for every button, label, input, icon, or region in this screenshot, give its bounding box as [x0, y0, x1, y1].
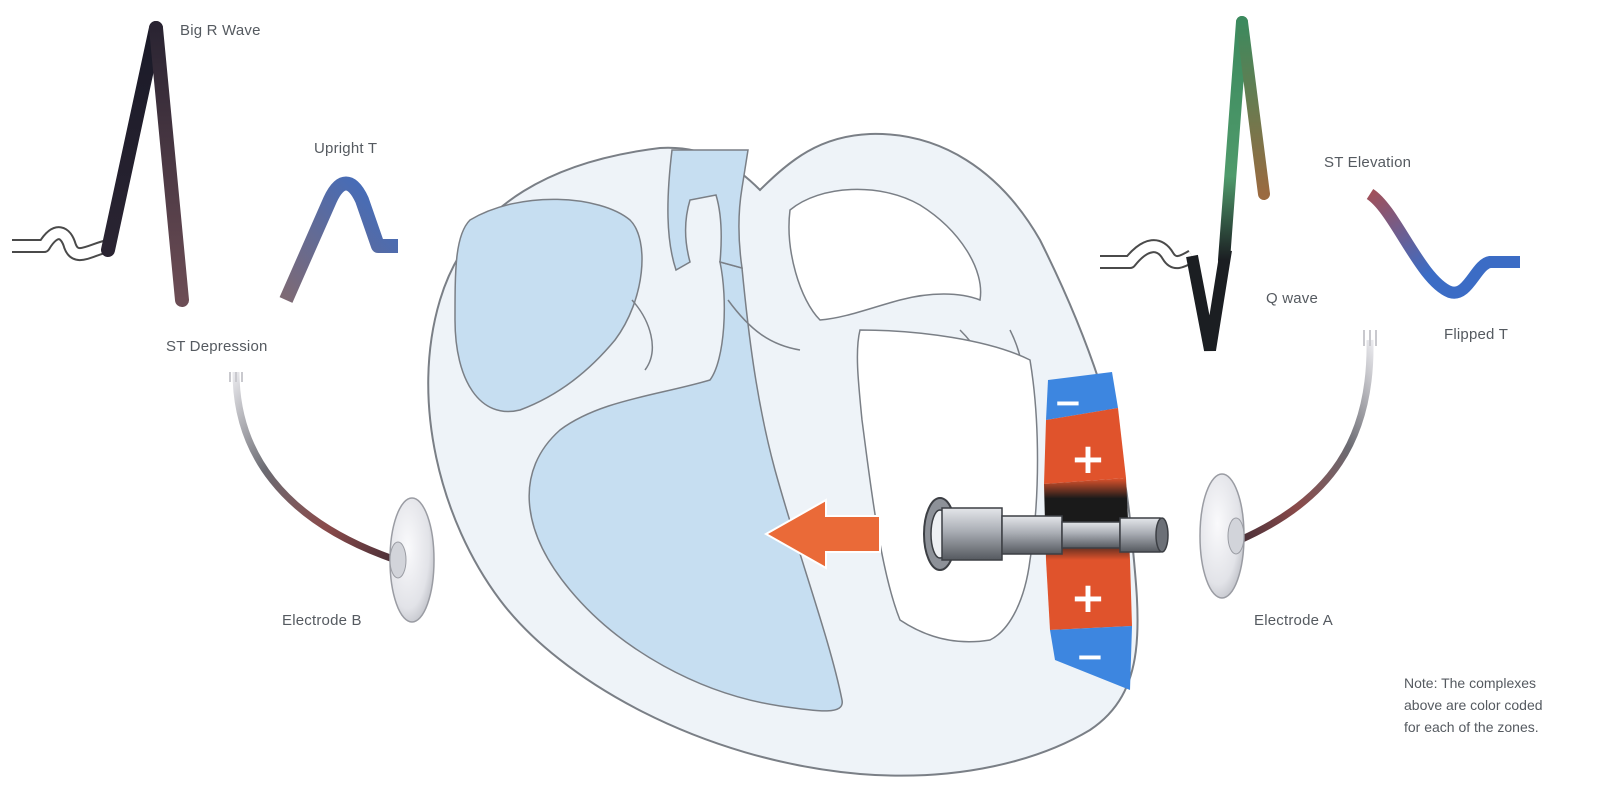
label-upright-t: Upright T	[314, 140, 377, 157]
electrode-b-wires	[236, 372, 396, 560]
label-flipped-t: Flipped T	[1444, 326, 1508, 343]
zone-sign-minus-top: −	[1054, 383, 1083, 423]
electrode-a-wires	[1240, 340, 1370, 540]
zone-sign-plus-top: +	[1070, 434, 1105, 483]
label-st-depression: ST Depression	[166, 338, 268, 355]
label-electrode-b: Electrode B	[282, 612, 362, 629]
note-line-3: for each of the zones.	[1404, 716, 1614, 738]
heart-illustration	[428, 134, 1137, 776]
right-flipped-t-wave	[1370, 194, 1520, 293]
label-big-r-wave: Big R Wave	[180, 22, 261, 39]
color-coding-note: Note: The complexes above are color code…	[1404, 672, 1614, 738]
right-r-downstroke	[1242, 22, 1264, 194]
left-t-wave	[286, 184, 398, 301]
note-line-1: Note: The complexes	[1404, 672, 1614, 694]
left-r-upstroke	[108, 28, 156, 250]
left-r-downstroke	[156, 28, 182, 300]
left-ecg-complex	[12, 28, 398, 300]
electrode-b	[230, 372, 434, 622]
zone-sign-minus-bottom: −	[1076, 637, 1105, 677]
note-line-2: above are color coded	[1404, 694, 1614, 716]
electrode-a	[1200, 330, 1376, 598]
right-r-upstroke	[1224, 22, 1242, 260]
zone-sign-plus-bottom: +	[1070, 573, 1105, 622]
label-st-elevation: ST Elevation	[1324, 154, 1411, 171]
label-q-wave: Q wave	[1266, 290, 1318, 307]
label-electrode-a: Electrode A	[1254, 612, 1333, 629]
